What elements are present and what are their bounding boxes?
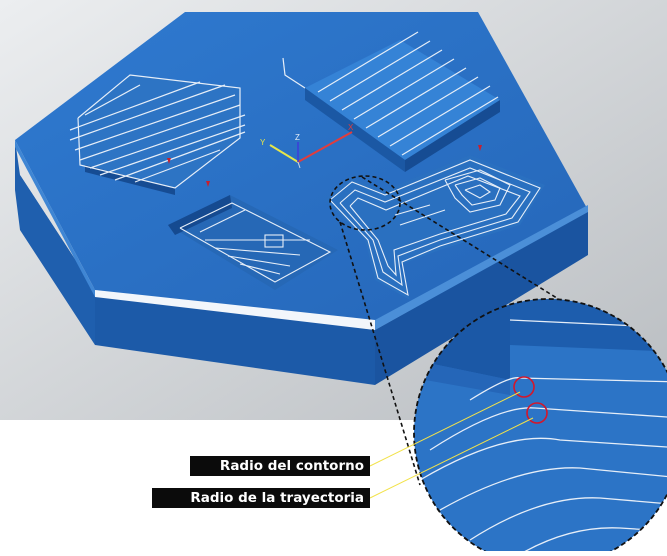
part-chamfer-edge: [95, 290, 375, 330]
callout-line-contour: [369, 391, 521, 467]
zoom-connector-bottom: [339, 221, 421, 486]
tool-start-markers: [167, 145, 482, 187]
raised-block: [282, 31, 500, 172]
axis-x-line: [297, 131, 353, 163]
marker-center: [206, 181, 210, 187]
axis-y-line: [269, 144, 299, 163]
magnified-view-border: [413, 298, 667, 556]
axis-triad: X Y Z: [260, 123, 354, 169]
axis-x-label: X: [348, 123, 354, 132]
part-side-front: [95, 290, 375, 385]
toolpath-pocket-contour: [325, 155, 545, 300]
toolpath-pocket-left: [69, 74, 246, 195]
axis-y-label: Y: [260, 138, 266, 147]
marker-left: [167, 158, 171, 164]
contour-radius-marker: [513, 376, 535, 398]
path-radius-marker: [526, 402, 548, 424]
callout-line-path: [369, 417, 534, 499]
zoom-indicator: [329, 175, 561, 486]
axis-z-label: Z: [295, 133, 300, 142]
marker-right: [478, 145, 482, 151]
callout-contour-radius: Radio del contorno: [190, 456, 370, 476]
zoom-source-circle: [329, 175, 401, 231]
part-side-right: [375, 210, 588, 385]
toolpath-pocket-center: [168, 195, 338, 290]
zoom-connector-top: [361, 176, 561, 301]
callout-path-radius: Radio de la trayectoria: [152, 488, 370, 508]
